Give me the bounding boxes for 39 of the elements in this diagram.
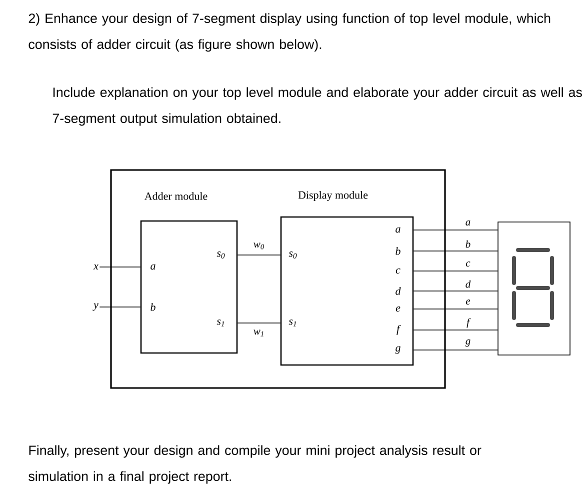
port-label: g xyxy=(395,346,400,354)
port-label: f xyxy=(396,324,401,336)
edge-label: w$_{1}$ xyxy=(252,329,266,337)
paragraph: Include explanation on your top level module and elaborate your adder circuit as well as 7-segment output simulation obtained. xyxy=(52,87,582,126)
port-label: a xyxy=(150,264,156,270)
edge-label: b xyxy=(464,240,472,248)
port-label: a xyxy=(396,227,400,233)
port-label: e xyxy=(396,306,400,312)
top-level-box xyxy=(110,169,446,389)
wire xyxy=(413,290,498,292)
module-heading: Adder module xyxy=(144,192,208,200)
edge-label: w$_{0}$ xyxy=(252,242,266,250)
wire xyxy=(413,250,498,252)
wire xyxy=(99,306,141,308)
port-label: c xyxy=(396,268,400,274)
wire xyxy=(413,270,498,272)
edge-label: g xyxy=(464,338,472,348)
edge-label: c xyxy=(465,260,471,268)
port-label: b xyxy=(396,247,400,255)
port-label: s$_{0}$ xyxy=(288,252,297,258)
edge-label: a xyxy=(464,220,472,226)
edge-label: d xyxy=(464,280,472,288)
port-label: s$_{1}$ xyxy=(288,320,296,326)
port-label: d xyxy=(396,287,401,295)
edge-label: e xyxy=(465,298,471,306)
paragraph: 2) Enhance your design of 7-segment display using function of top level module, which consists of adder circuit (as figure shown below). xyxy=(28,13,550,52)
edge-label: f xyxy=(466,318,471,328)
seven-segment-display xyxy=(498,222,570,356)
port-label: b xyxy=(150,303,156,311)
port-label: s$_{1}$ xyxy=(216,320,224,326)
module-heading: Display module xyxy=(298,191,368,201)
wire xyxy=(99,266,141,268)
input-label: y xyxy=(92,303,98,311)
wire xyxy=(237,322,281,324)
paragraph: Finally, present your design and compile your mini project analysis result or simulation in a final project report. xyxy=(28,445,482,484)
port-label: s$_{0}$ xyxy=(216,252,225,258)
wire xyxy=(413,308,498,310)
wire xyxy=(237,254,281,256)
input-label: x xyxy=(93,264,98,270)
